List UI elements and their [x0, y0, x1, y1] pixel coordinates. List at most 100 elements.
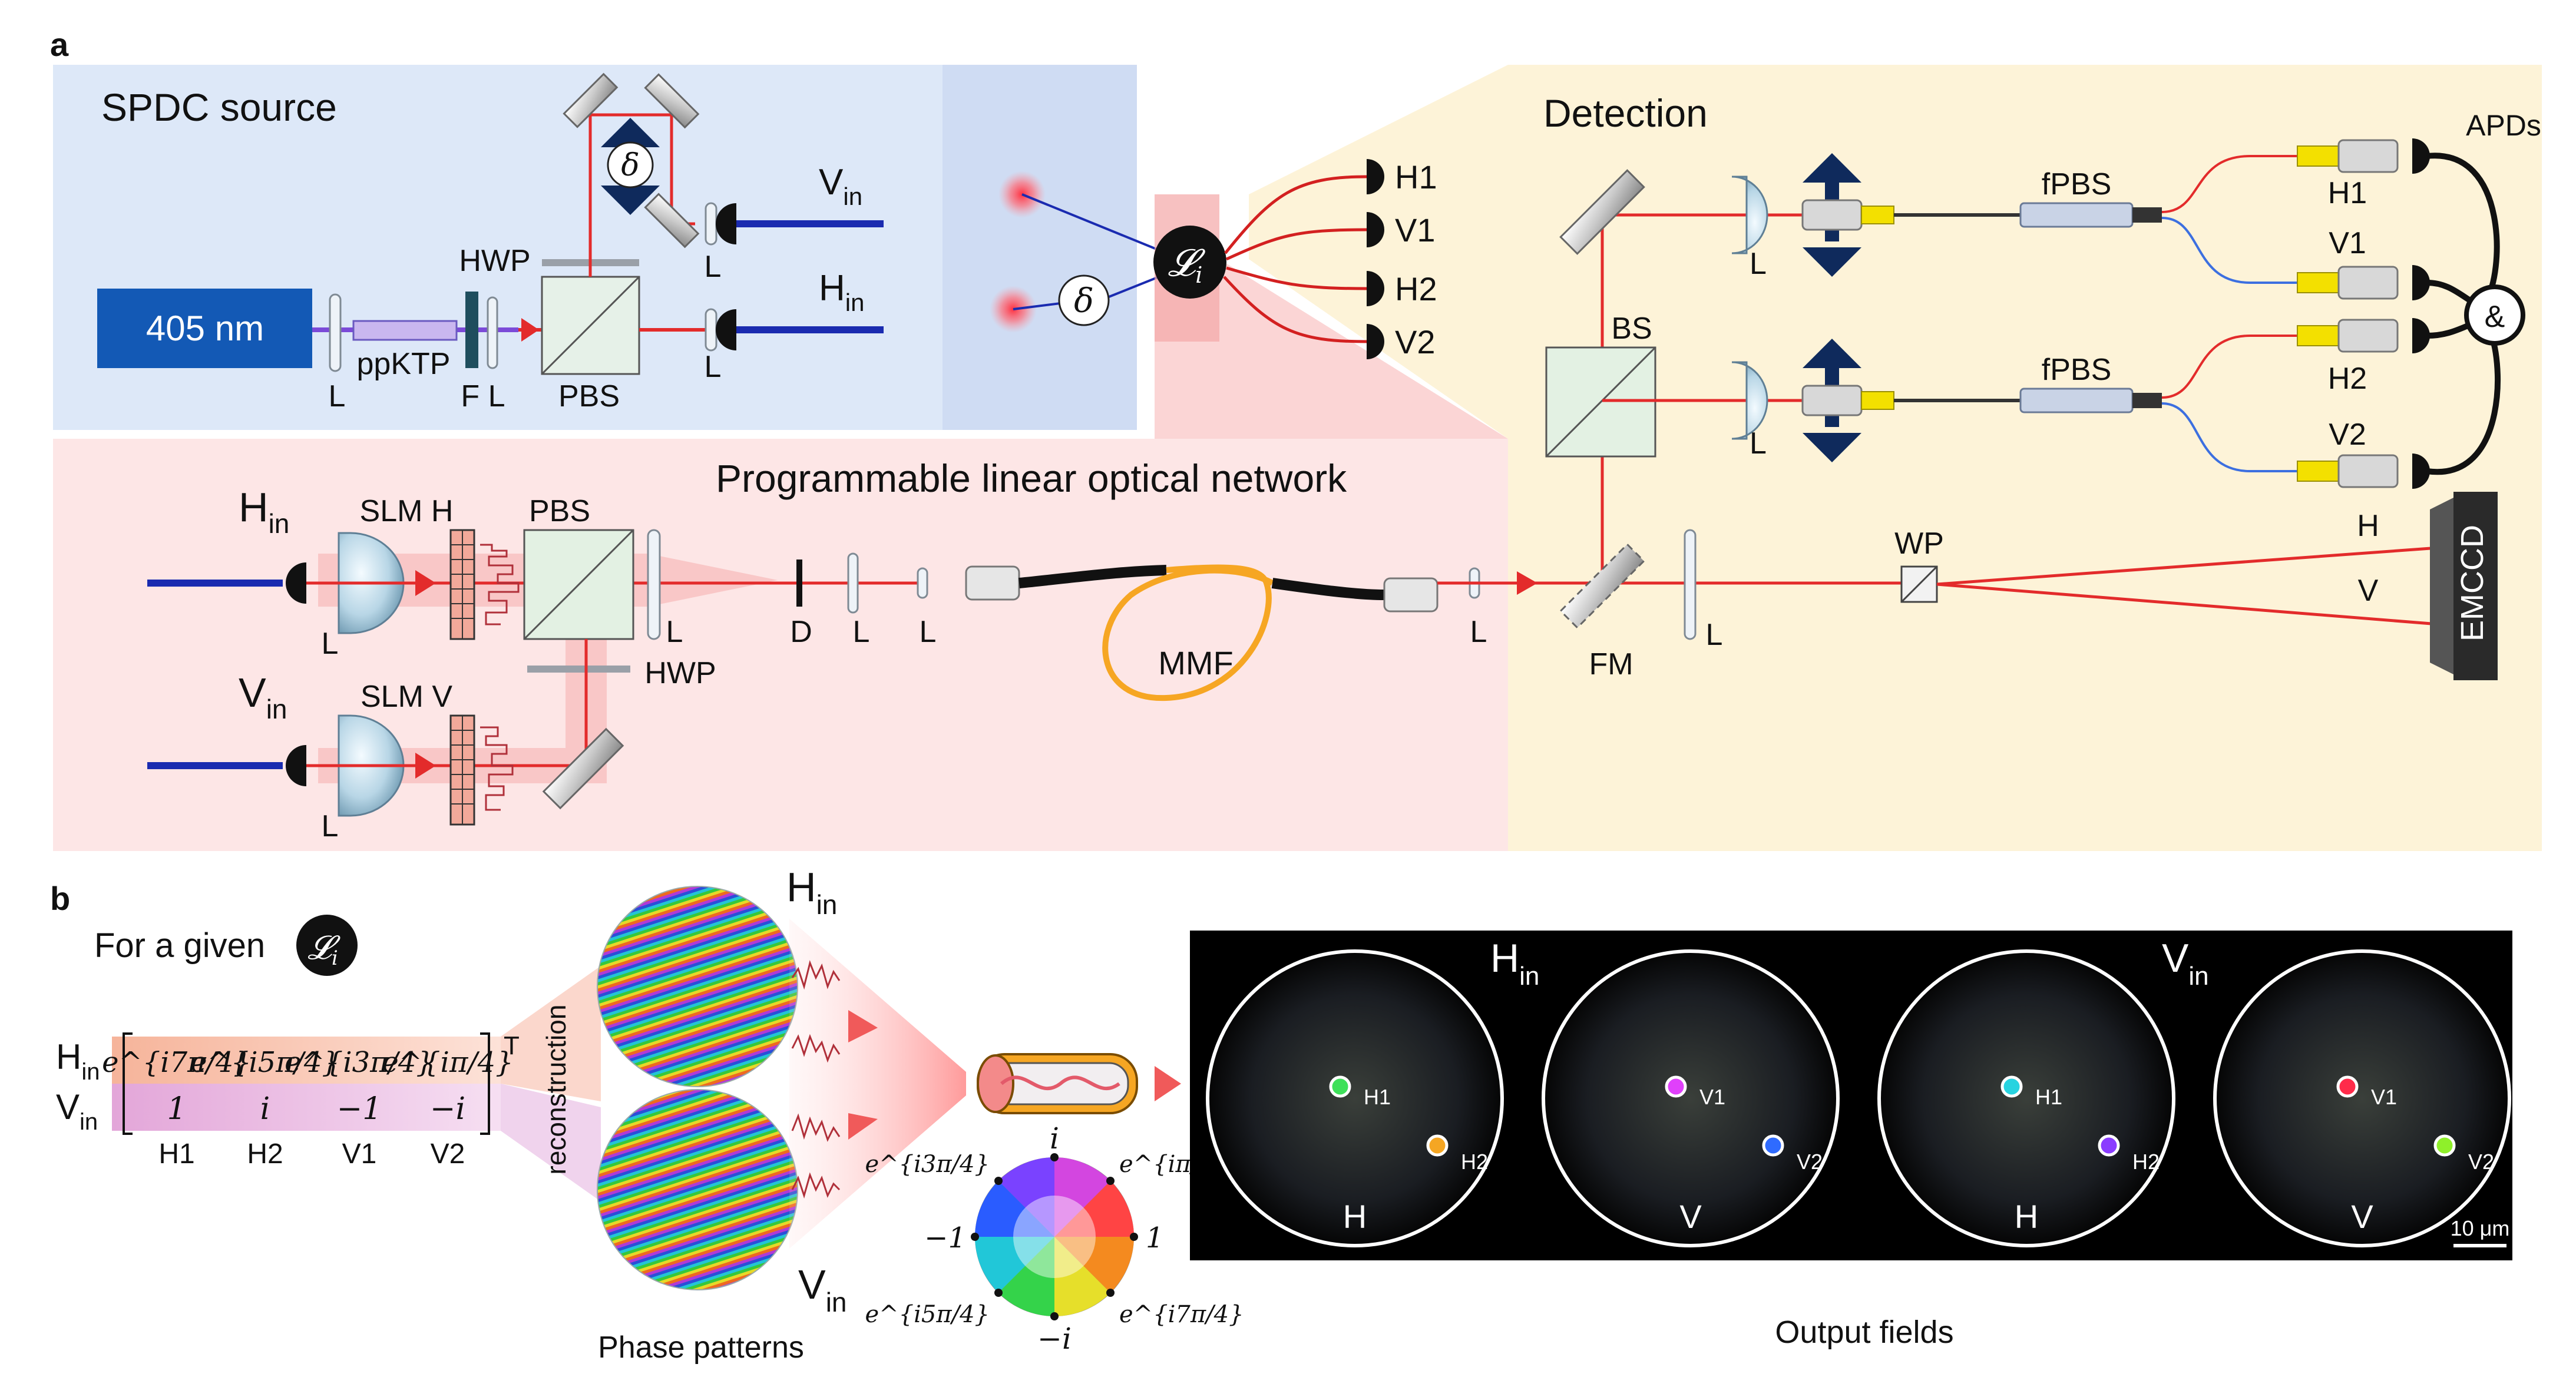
- apd-h2-body: [2337, 319, 2399, 353]
- source-lens-label: L: [329, 379, 346, 413]
- matrix-h-cell-2: e^{i5π/4}: [190, 1046, 340, 1079]
- source-h-in-label: Hin: [819, 268, 864, 316]
- fiber-h1: [2161, 155, 2297, 213]
- given-li-circle: [296, 915, 358, 976]
- color-wheel: [975, 1157, 1134, 1316]
- output-spot-label: V2: [1797, 1150, 1823, 1174]
- wheel-seg-1: [1054, 1181, 1134, 1237]
- h-coupler: [716, 309, 736, 350]
- net-v-in-label: Vin: [239, 670, 287, 724]
- det-coupler-mid-arrow-down: [1803, 433, 1861, 462]
- wheel-label-tl: e^{i3π/4}: [865, 1151, 990, 1178]
- center-delay-symbol: δ: [1074, 282, 1094, 320]
- apd-label-h1: H1: [2328, 176, 2367, 210]
- network-background: [53, 439, 1508, 851]
- det-lens-mid-label: L: [1750, 426, 1767, 461]
- det-bs-diagonal: [1545, 346, 1656, 458]
- net-iris-label: D: [790, 615, 812, 649]
- scale-bar: [2453, 1244, 2506, 1247]
- apd-v1-yellow: [2297, 272, 2339, 293]
- scale-bar-label: 10 μm: [2451, 1216, 2510, 1240]
- apd-label-v2: V2: [2329, 418, 2366, 452]
- fiber-v2: [2161, 402, 2297, 472]
- net-h-in-label: Hin: [239, 484, 289, 539]
- det-lens-top: [1731, 176, 1768, 254]
- fiber-tube-icon: [977, 1053, 1138, 1114]
- wheel-label-bottom: −i: [1037, 1322, 1072, 1356]
- network-fan: [1155, 259, 1508, 439]
- flip-mirror: [1559, 543, 1645, 629]
- output-field-bg: [1879, 951, 2174, 1246]
- center-detectors: [1367, 159, 1384, 359]
- v-lens-label: L: [705, 250, 722, 284]
- det-lens-mid: [1731, 361, 1768, 440]
- panel-label-b: b: [50, 880, 70, 917]
- matrix-h-row: e^{i7π/4} e^{i5π/4} e^{i3π/4} e^{iπ/4}: [102, 1046, 514, 1079]
- output-v-in-label: Vin: [2162, 936, 2209, 991]
- wheel-label-top: i: [1050, 1121, 1059, 1156]
- color-wheel-center: [1013, 1196, 1096, 1278]
- slm-h-phase-trace: [480, 544, 520, 625]
- h-coupling-lens: [705, 308, 717, 352]
- det-coupler-top-body: [1801, 199, 1863, 231]
- slm-v-phase-trace: [480, 726, 514, 811]
- emccd-label: EMCCD: [2455, 525, 2490, 641]
- output-field-ring: [2213, 949, 2511, 1247]
- output-field-ring: [1206, 949, 1504, 1247]
- output-spot-label: V2: [2468, 1150, 2494, 1174]
- emccd-front: [2430, 498, 2453, 674]
- net-hwp-label: HWP: [644, 656, 716, 690]
- net-pbs-lens: [647, 529, 661, 640]
- mmf-connector-right: [1383, 577, 1439, 613]
- wheel-seg-6: [998, 1237, 1054, 1316]
- output-field-ring: [1542, 949, 1840, 1247]
- matrix-transpose: T: [504, 1031, 520, 1060]
- apd-h1-detector: [2412, 138, 2430, 174]
- wheel-seg-7: [1054, 1237, 1110, 1316]
- wheel-dots: [971, 1153, 1138, 1320]
- matrix-v-row-bg: [112, 1084, 501, 1131]
- matrix-v-cell-1: 1: [167, 1091, 186, 1127]
- delay-mirror-2: [644, 73, 700, 129]
- center-delay-circle: [1058, 274, 1110, 326]
- ppktp-crystal: [352, 320, 458, 341]
- output-spot-label: H2: [2132, 1150, 2160, 1174]
- laser-label: 405 nm: [146, 309, 264, 348]
- output-h-in-label: Hin: [1490, 936, 1539, 991]
- li-out-3: [1226, 266, 1367, 290]
- coincidence-circle: [2464, 284, 2525, 346]
- wheel-dot-bottom: [1050, 1312, 1059, 1320]
- li-out-4: [1223, 276, 1367, 343]
- li-out-1: [1224, 175, 1367, 254]
- wheel-label-right: 1: [1146, 1221, 1164, 1254]
- wheel-dot-bl: [994, 1289, 1003, 1297]
- net-v-in-coupler: [286, 745, 306, 786]
- wheel-label-left: −1: [924, 1221, 966, 1254]
- fiber-tube-end: [977, 1054, 1014, 1113]
- net-iris: [796, 560, 802, 607]
- fpbs-mid-label: fPBS: [2042, 353, 2112, 387]
- matrix-col-h1: H1: [158, 1138, 194, 1170]
- section-title-network: Programmable linear optical network: [716, 456, 1347, 500]
- output-spot-label: V1: [2371, 1085, 2397, 1109]
- net-pbs-diagonal: [523, 529, 634, 640]
- net-h-lens-label: L: [322, 627, 339, 661]
- source-fan: [943, 65, 1137, 430]
- matrix-v-fan: [501, 1084, 601, 1201]
- center-out-h2: H2: [1395, 270, 1437, 307]
- det-coupler-top-arrow-down: [1803, 247, 1861, 277]
- mmf-cable-right: [1271, 578, 1385, 600]
- coincidence-symbol: &: [2485, 300, 2505, 334]
- fiber-output-arrow: [1155, 1066, 1181, 1101]
- matrix-columns: H1 H2 V1 V2: [158, 1138, 465, 1170]
- source-lens: [329, 293, 342, 372]
- net-lens-2: [847, 552, 859, 614]
- delay-mirror-1: [563, 72, 619, 128]
- output-spot-label: H1: [1364, 1085, 1391, 1109]
- net-v-lens-label: L: [322, 809, 339, 843]
- emccd-beam-v: [1936, 582, 2439, 626]
- apd-v2-yellow: [2297, 461, 2339, 482]
- phase-pattern-v-bg: [597, 1090, 798, 1290]
- emccd-body: [2453, 492, 2498, 680]
